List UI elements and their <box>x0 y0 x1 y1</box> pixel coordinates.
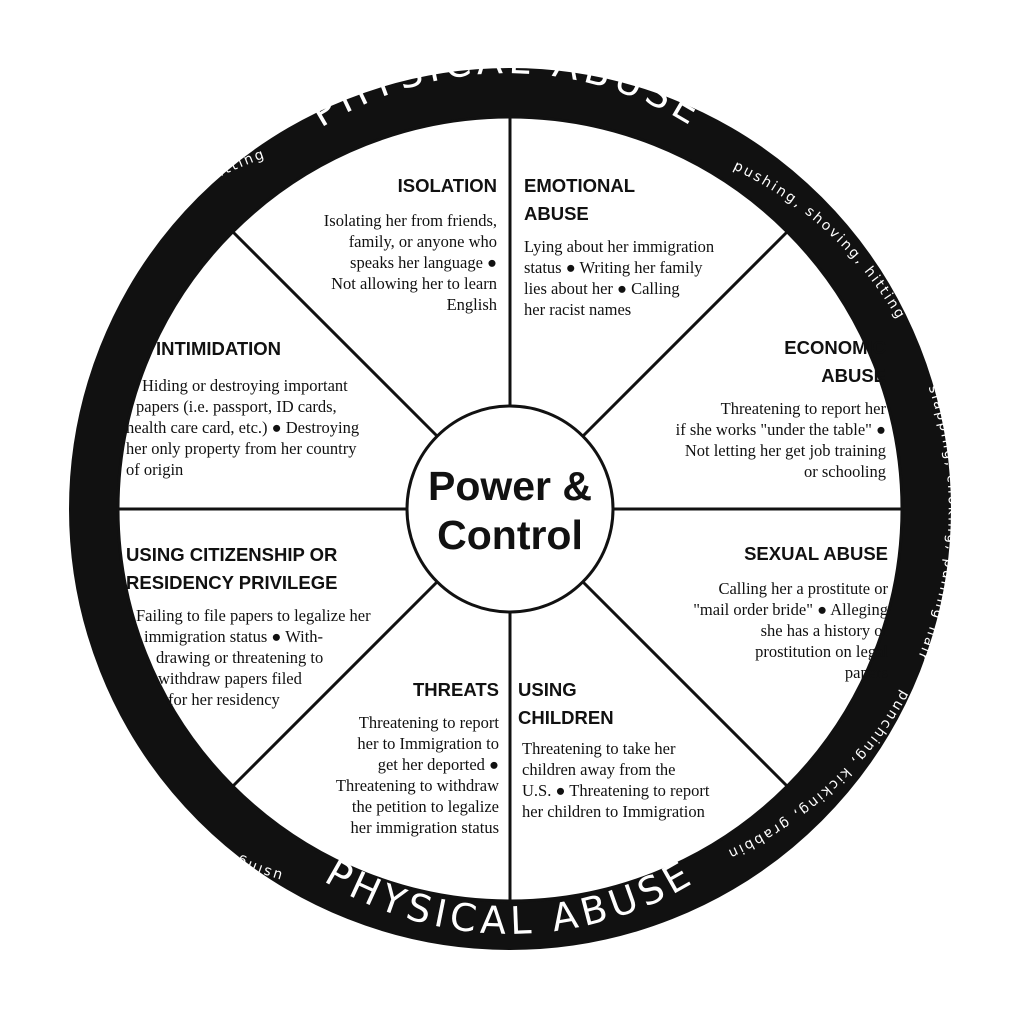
segment-title: USING CHILDREN <box>518 679 614 728</box>
segment-sexual-abuse: SEXUAL ABUSE Calling her a prostitute or… <box>693 540 888 683</box>
spokes <box>119 118 901 900</box>
segment-description: Threatening to report her if she works "… <box>675 399 886 481</box>
segment-intimidation: INTIMIDATION Hiding or destroying import… <box>126 335 359 480</box>
segment-title: THREATS <box>413 679 499 700</box>
ring-phrase-beating: beating, throwing her down <box>1 382 39 636</box>
segment-isolation: ISOLATION Isolating her from friends, fa… <box>324 172 497 315</box>
segment-using-children: USING CHILDREN Threatening to take her c… <box>518 676 709 822</box>
segment-emotional-abuse: EMOTIONAL ABUSE Lying about her immigrat… <box>524 172 714 320</box>
segment-description: Failing to file papers to legalize her i… <box>136 606 371 709</box>
segment-description: Lying about her immigration status ● Wri… <box>524 237 715 319</box>
outer-ring <box>69 68 951 950</box>
segment-title: ISOLATION <box>397 175 497 196</box>
segment-title: USING CITIZENSHIP OR RESIDENCY PRIVILEGE <box>126 544 338 593</box>
segment-citizenship-privilege: USING CITIZENSHIP OR RESIDENCY PRIVILEGE… <box>126 541 371 710</box>
center-hub <box>405 404 615 614</box>
spoke-northwest <box>231 230 441 440</box>
segment-description: Calling her a prostitute or "mail order … <box>693 579 888 682</box>
center-title-line1: Power & <box>428 463 592 509</box>
segment-title: SEXUAL ABUSE <box>744 543 888 564</box>
center-title-line2: Control <box>437 512 583 558</box>
segment-title: ECONOMIC ABUSE <box>784 337 886 386</box>
segment-description: Threatening to report her to Immigration… <box>335 713 499 837</box>
segment-description: Threatening to take her children away fr… <box>522 739 710 821</box>
segment-description: Isolating her from friends, family, or a… <box>323 211 497 314</box>
spoke-southwest <box>231 578 441 788</box>
segment-title: INTIMIDATION <box>156 338 282 359</box>
spoke-northeast <box>579 230 789 440</box>
spoke-southeast <box>579 578 789 788</box>
segment-threats: THREATS Threatening to report her to Imm… <box>336 676 499 838</box>
segment-economic-abuse: ECONOMIC ABUSE Threatening to report her… <box>676 334 886 482</box>
segment-title: EMOTIONAL ABUSE <box>524 175 635 224</box>
segment-description: Hiding or destroying important papers (i… <box>126 376 360 479</box>
